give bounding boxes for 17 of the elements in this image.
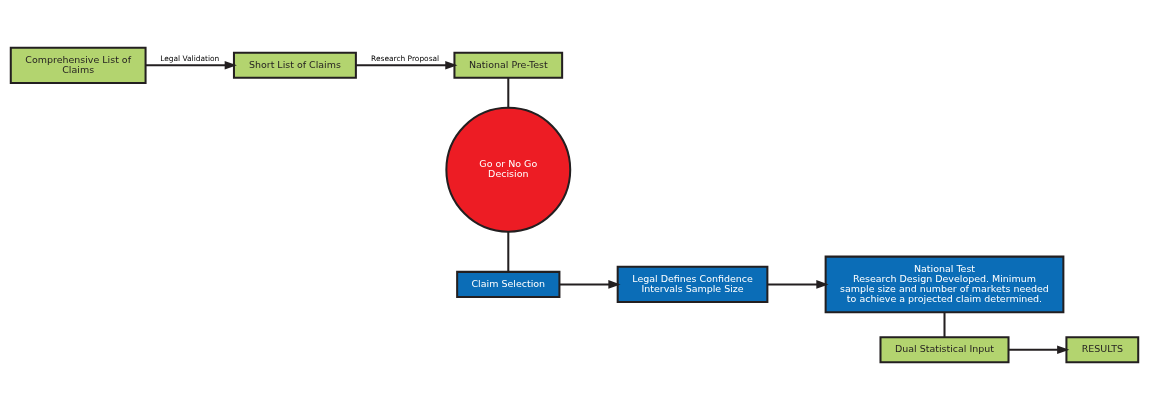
connector: [943, 311, 946, 337]
node-box: Comprehensive List of Claims: [9, 46, 147, 84]
node-box: National Test Research Design Developed. Minimum sample size and number of markets needed to achieve a projected claim determined.: [824, 255, 1065, 313]
node-box: RESULTS: [1065, 335, 1140, 363]
arrow: [767, 279, 829, 289]
arrow: [145, 60, 237, 70]
node-box: National Pre-Test: [453, 51, 564, 79]
node-box: Legal Defines Confidence Intervals Sample Size: [616, 265, 769, 303]
node-box: Claim Selection: [456, 270, 561, 298]
node-box: Short List of Claims: [232, 51, 357, 79]
arrow: [356, 60, 458, 70]
arrow: [559, 279, 621, 289]
node-circle: Go or No Go Decision: [445, 106, 572, 233]
connector: [507, 231, 510, 272]
connector: [507, 77, 510, 108]
arrow: [1008, 344, 1070, 354]
node-box: Dual Statistical Input: [879, 335, 1010, 363]
